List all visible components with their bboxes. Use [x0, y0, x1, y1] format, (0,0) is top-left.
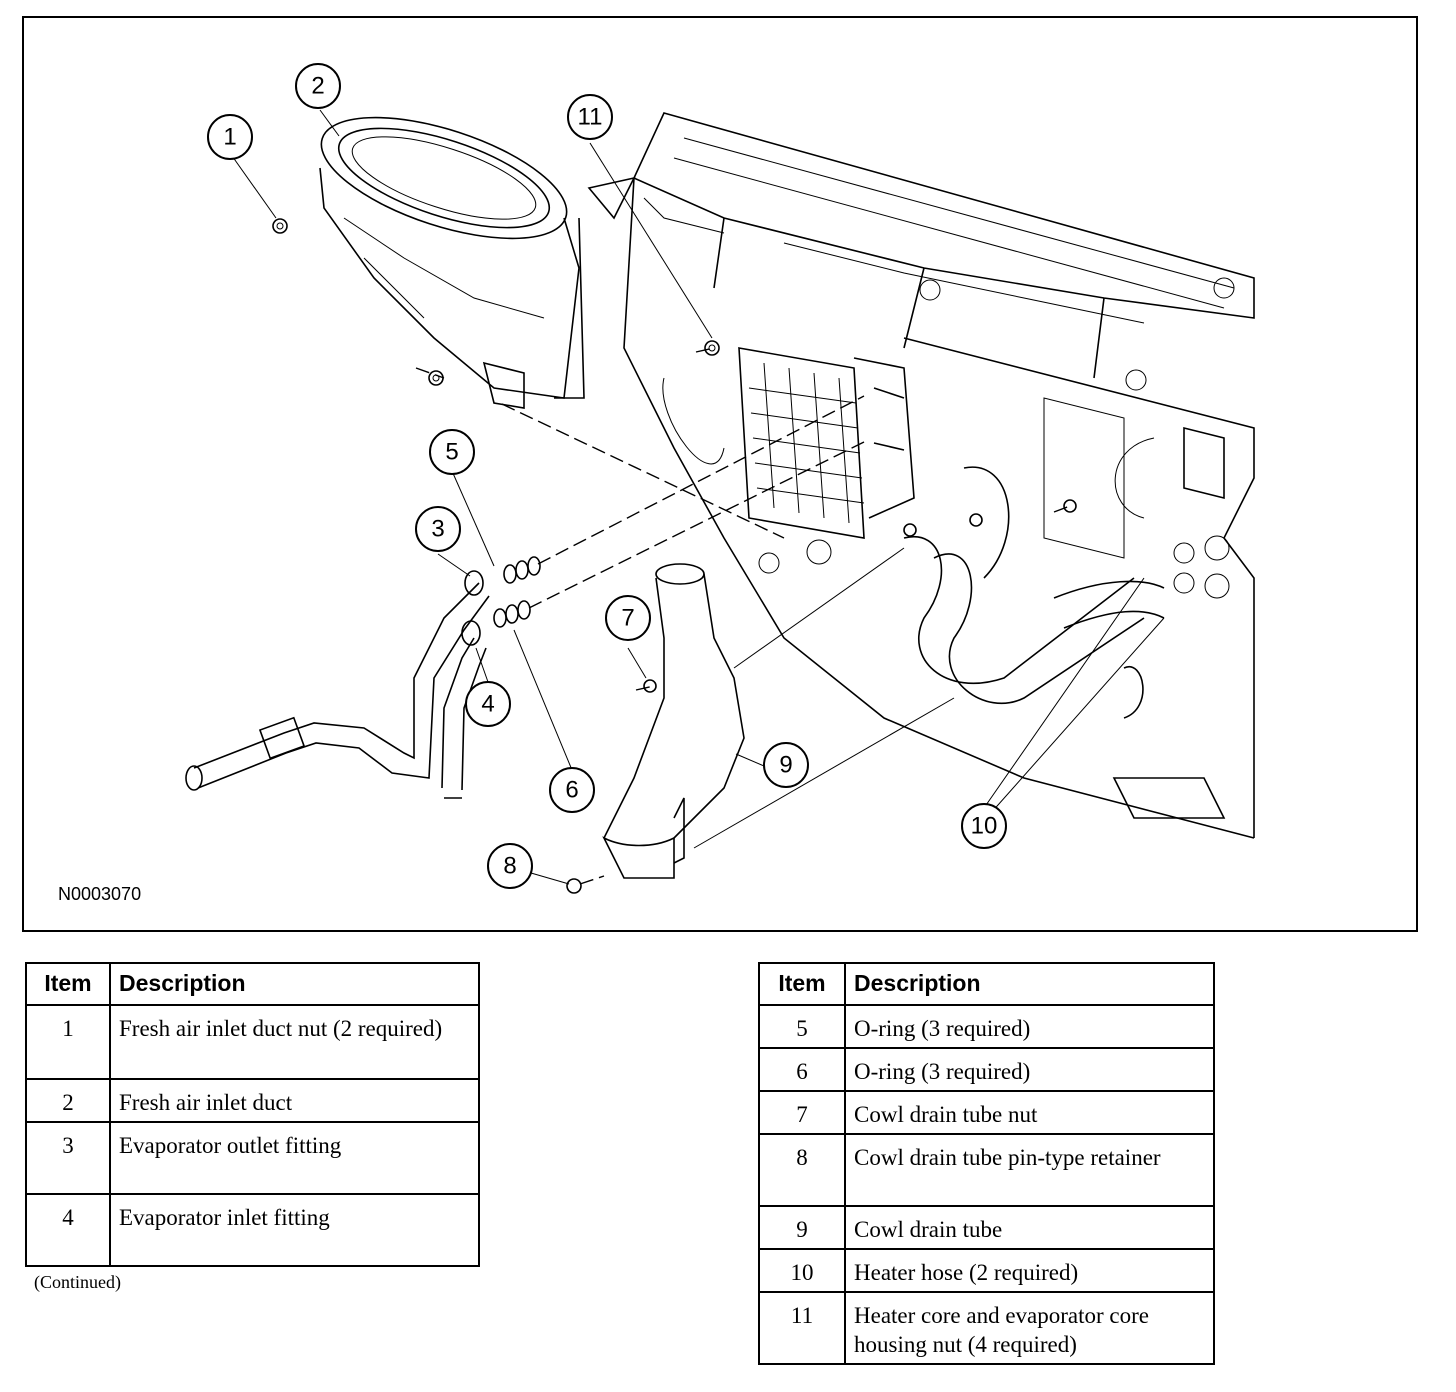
row-description: Heater core and evaporator core housing … — [844, 1291, 1215, 1365]
o-ring-icon — [493, 556, 541, 628]
table-row: 10 Heater hose (2 required) — [758, 1248, 1215, 1293]
table-row: 5 O-ring (3 required) — [758, 1004, 1215, 1049]
table-row: 7 Cowl drain tube nut — [758, 1090, 1215, 1135]
row-item: 6 — [758, 1047, 846, 1092]
row-item: 5 — [758, 1004, 846, 1049]
table-row: 3 Evaporator outlet fitting — [25, 1121, 480, 1195]
row-item: 4 — [25, 1193, 111, 1267]
row-description: Heater hose (2 required) — [844, 1248, 1215, 1293]
callout-7: 7 — [605, 595, 651, 641]
leader-lines — [229, 109, 1165, 885]
callout-1: 1 — [207, 114, 253, 160]
fresh-air-inlet-duct-art — [319, 116, 585, 409]
svg-text:1: 1 — [223, 124, 236, 151]
header-item: Item — [25, 962, 111, 1006]
svg-text:10: 10 — [971, 813, 998, 840]
table-header-row: Item Description — [758, 962, 1215, 1006]
figure-id-label: N0003070 — [58, 884, 142, 904]
row-description: Evaporator inlet fitting — [109, 1193, 480, 1267]
row-item: 10 — [758, 1248, 846, 1293]
row-description: O-ring (3 required) — [844, 1004, 1215, 1049]
exploded-diagram: 1 2 3 4 5 6 7 8 9 10 11 N0003070 — [22, 16, 1418, 932]
row-description: O-ring (3 required) — [844, 1047, 1215, 1092]
row-item: 11 — [758, 1291, 846, 1365]
callout-5: 5 — [429, 429, 475, 475]
legend-table-left: Item Description 1 Fresh air inlet duct … — [25, 962, 480, 1267]
svg-text:11: 11 — [578, 104, 603, 131]
callout-10: 10 — [961, 803, 1007, 849]
row-item: 8 — [758, 1133, 846, 1207]
svg-text:5: 5 — [445, 439, 458, 466]
callout-6: 6 — [549, 767, 595, 813]
cowl-panel-art — [587, 112, 1255, 839]
row-item: 3 — [25, 1121, 111, 1195]
callout-11: 11 — [567, 94, 613, 140]
row-description: Cowl drain tube nut — [844, 1090, 1215, 1135]
callout-4: 4 — [465, 681, 511, 727]
row-description: Cowl drain tube pin-type retainer — [844, 1133, 1215, 1207]
row-description: Fresh air inlet duct nut (2 required) — [109, 1004, 480, 1080]
callout-8: 8 — [487, 843, 533, 889]
row-item: 9 — [758, 1205, 846, 1250]
callout-2: 2 — [295, 63, 341, 109]
row-description: Evaporator outlet fitting — [109, 1121, 480, 1195]
cowl-drain-tube-art — [566, 563, 745, 894]
table-row: 4 Evaporator inlet fitting — [25, 1193, 480, 1267]
nut-icon — [272, 218, 1077, 693]
svg-text:8: 8 — [503, 853, 516, 880]
table-row: 1 Fresh air inlet duct nut (2 required) — [25, 1004, 480, 1080]
header-description: Description — [109, 962, 480, 1006]
callout-9: 9 — [763, 742, 809, 788]
svg-text:6: 6 — [565, 777, 578, 804]
diagram-drawing: 1 2 3 4 5 6 7 8 9 10 11 — [185, 63, 1255, 894]
row-item: 1 — [25, 1004, 111, 1080]
table-header-row: Item Description — [25, 962, 480, 1006]
svg-text:2: 2 — [311, 73, 324, 100]
table-row: 8 Cowl drain tube pin-type retainer — [758, 1133, 1215, 1207]
continued-note: (Continued) — [34, 1272, 121, 1292]
row-description: Fresh air inlet duct — [109, 1078, 480, 1123]
table-row: 6 O-ring (3 required) — [758, 1047, 1215, 1092]
legend-table-right: Item Description 5 O-ring (3 required) 6… — [758, 962, 1215, 1365]
row-item: 2 — [25, 1078, 111, 1123]
svg-text:9: 9 — [779, 752, 792, 779]
evaporator-tube-art — [185, 570, 490, 799]
header-description: Description — [844, 962, 1215, 1006]
row-description: Cowl drain tube — [844, 1205, 1215, 1250]
callout-3: 3 — [415, 506, 461, 552]
row-item: 7 — [758, 1090, 846, 1135]
table-row: 9 Cowl drain tube — [758, 1205, 1215, 1250]
table-row: 2 Fresh air inlet duct — [25, 1078, 480, 1123]
header-item: Item — [758, 962, 846, 1006]
svg-text:4: 4 — [481, 691, 494, 718]
svg-text:3: 3 — [431, 516, 444, 543]
svg-text:7: 7 — [621, 605, 634, 632]
table-row: 11 Heater core and evaporator core housi… — [758, 1291, 1215, 1365]
